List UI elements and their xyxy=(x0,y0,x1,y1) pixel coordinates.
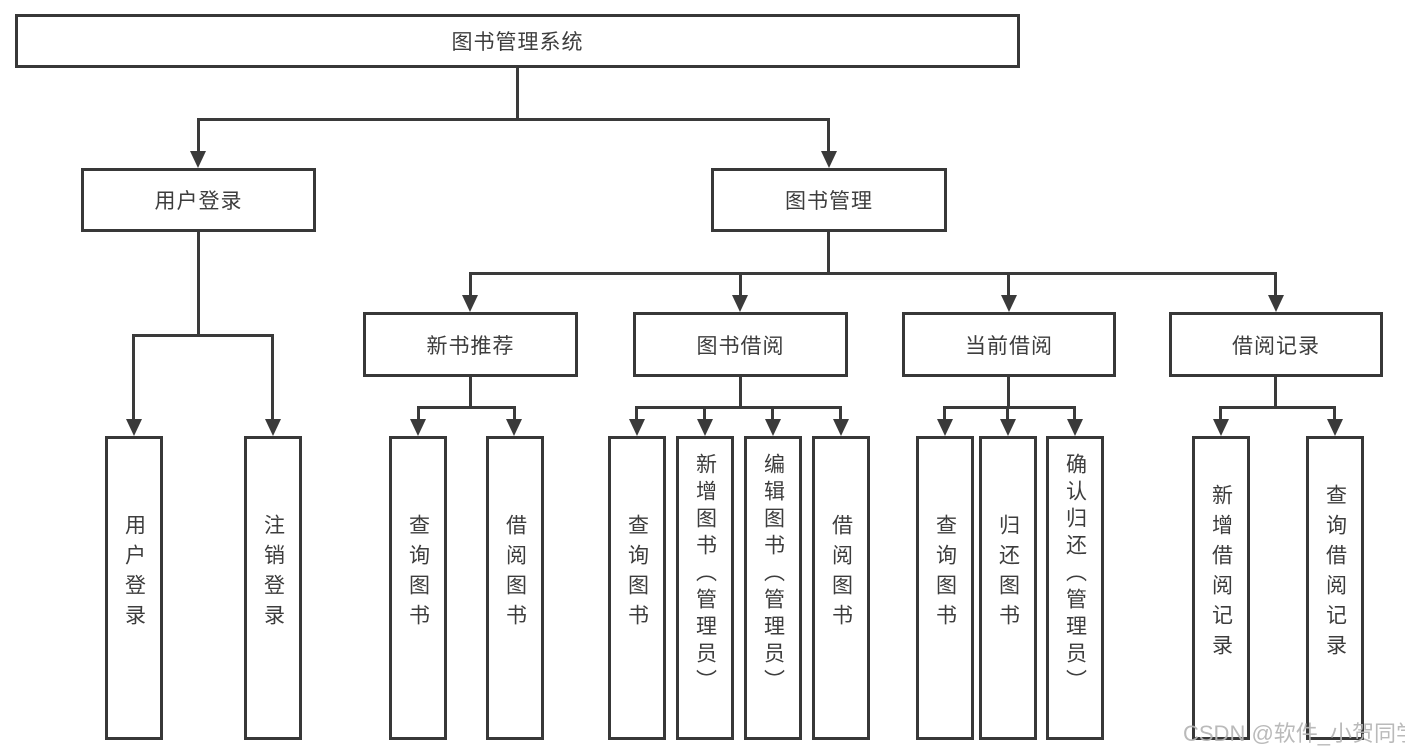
connector-line xyxy=(271,334,274,421)
node-new-book-recommendation-label: 新书推荐 xyxy=(426,334,515,358)
connector-line xyxy=(417,406,516,409)
leaf-add-books-admin: 新增图书（管理员） xyxy=(676,436,734,740)
leaf-confirm-return-admin-label: 确认归还（管理员） xyxy=(1063,452,1087,696)
connector-line xyxy=(1073,406,1076,421)
arrow-down-icon xyxy=(265,419,281,436)
leaf-return-books-label: 归还图书 xyxy=(996,514,1020,634)
arrow-down-icon xyxy=(1000,419,1016,436)
leaf-borrow-books-1: 借阅图书 xyxy=(486,436,544,740)
leaf-query-books-1-label: 查询图书 xyxy=(406,514,430,634)
connector-line xyxy=(132,334,274,337)
connector-line xyxy=(513,406,516,421)
connector-line xyxy=(197,232,200,337)
arrow-down-icon xyxy=(765,419,781,436)
connector-line xyxy=(703,406,706,421)
connector-line xyxy=(1219,406,1222,421)
arrow-down-icon xyxy=(410,419,426,436)
connector-line xyxy=(1007,377,1010,409)
connector-line xyxy=(1333,406,1336,421)
leaf-logout: 注销登录 xyxy=(244,436,302,740)
leaf-query-borrow-record-label: 查询借阅记录 xyxy=(1323,484,1347,664)
node-borrowing-records: 借阅记录 xyxy=(1169,312,1383,377)
connector-line xyxy=(1007,272,1010,296)
leaf-confirm-return-admin: 确认归还（管理员） xyxy=(1046,436,1104,740)
connector-line xyxy=(943,406,1076,409)
arrow-down-icon xyxy=(937,419,953,436)
csdn-watermark: CSDN @软件_小贺同学 xyxy=(1183,721,1405,746)
leaf-borrow-books-2: 借阅图书 xyxy=(812,436,870,740)
arrow-down-icon xyxy=(1001,295,1017,312)
node-book-borrowing: 图书借阅 xyxy=(633,312,848,377)
leaf-edit-books-admin: 编辑图书（管理员） xyxy=(744,436,802,740)
connector-line xyxy=(469,272,472,296)
arrow-down-icon xyxy=(190,151,206,168)
connector-line xyxy=(132,334,135,421)
arrow-down-icon xyxy=(1067,419,1083,436)
connector-line xyxy=(635,406,842,409)
arrow-down-icon xyxy=(821,151,837,168)
node-user-login: 用户登录 xyxy=(81,168,316,232)
connector-line xyxy=(827,118,830,152)
leaf-borrow-books-2-label: 借阅图书 xyxy=(829,514,853,634)
connector-line xyxy=(417,406,420,421)
arrow-down-icon xyxy=(462,295,478,312)
connector-line xyxy=(1006,406,1009,421)
node-book-borrowing-label: 图书借阅 xyxy=(696,334,785,358)
connector-line xyxy=(197,118,200,152)
connector-line xyxy=(771,406,774,421)
arrow-down-icon xyxy=(1327,419,1343,436)
node-root-label: 图书管理系统 xyxy=(451,31,584,54)
connector-line xyxy=(516,68,519,120)
arrow-down-icon xyxy=(732,295,748,312)
leaf-add-books-admin-label: 新增图书（管理员） xyxy=(693,452,717,696)
connector-line xyxy=(1219,406,1336,409)
leaf-return-books: 归还图书 xyxy=(979,436,1037,740)
connector-line xyxy=(827,232,830,275)
arrow-down-icon xyxy=(506,419,522,436)
leaf-query-books-3: 查询图书 xyxy=(916,436,974,740)
leaf-user-login: 用户登录 xyxy=(105,436,163,740)
node-current-borrowing-label: 当前借阅 xyxy=(965,334,1053,358)
leaf-query-books-3-label: 查询图书 xyxy=(933,514,957,634)
leaf-edit-books-admin-label: 编辑图书（管理员） xyxy=(761,452,785,696)
leaf-add-borrow-record: 新增借阅记录 xyxy=(1192,436,1250,740)
leaf-query-borrow-record: 查询借阅记录 xyxy=(1306,436,1364,740)
connector-line xyxy=(469,272,1277,275)
arrow-down-icon xyxy=(126,419,142,436)
leaf-user-login-label: 用户登录 xyxy=(122,514,146,634)
arrow-down-icon xyxy=(1268,295,1284,312)
leaf-query-books-1: 查询图书 xyxy=(389,436,447,740)
node-borrowing-records-label: 借阅记录 xyxy=(1232,334,1320,358)
leaf-add-borrow-record-label: 新增借阅记录 xyxy=(1209,484,1233,664)
node-new-book-recommendation: 新书推荐 xyxy=(363,312,578,377)
leaf-logout-label: 注销登录 xyxy=(261,514,285,634)
connector-line xyxy=(469,377,472,409)
connector-line xyxy=(635,406,638,421)
node-book-management: 图书管理 xyxy=(711,168,947,232)
leaf-query-books-2-label: 查询图书 xyxy=(625,514,649,634)
connector-line xyxy=(197,118,830,121)
connector-line xyxy=(1274,272,1277,296)
node-user-login-label: 用户登录 xyxy=(154,190,243,213)
arrow-down-icon xyxy=(629,419,645,436)
leaf-query-books-2: 查询图书 xyxy=(608,436,666,740)
node-book-management-label: 图书管理 xyxy=(785,190,873,213)
arrow-down-icon xyxy=(697,419,713,436)
arrow-down-icon xyxy=(833,419,849,436)
node-root: 图书管理系统 xyxy=(15,14,1020,68)
connector-line xyxy=(739,377,742,409)
connector-line xyxy=(739,272,742,296)
arrow-down-icon xyxy=(1213,419,1229,436)
connector-line xyxy=(839,406,842,421)
node-current-borrowing: 当前借阅 xyxy=(902,312,1116,377)
connector-line xyxy=(943,406,946,421)
leaf-borrow-books-1-label: 借阅图书 xyxy=(503,514,527,634)
connector-line xyxy=(1274,377,1277,409)
